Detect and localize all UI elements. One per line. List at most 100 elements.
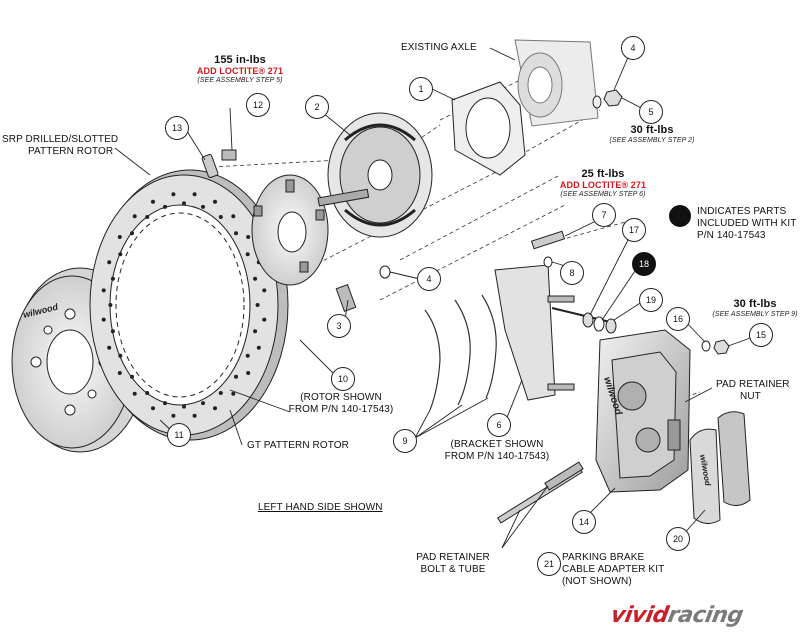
callout-6: 6 bbox=[487, 413, 511, 437]
rotor-hole bbox=[213, 199, 217, 204]
callout-14: 14 bbox=[572, 510, 596, 534]
label-bracket-shown-line1: (BRACKET SHOWN bbox=[450, 439, 544, 450]
torque-25-note: (SEE ASSEMBLY STEP 6) bbox=[560, 191, 646, 198]
torque-30-caliper: 30 ft-lbs (SEE ASSEMBLY STEP 9) bbox=[712, 298, 797, 319]
rotor-hole bbox=[132, 391, 137, 396]
label-parking-brake-line3: (NOT SHOWN) bbox=[562, 576, 632, 587]
rotor-hole bbox=[110, 329, 115, 334]
torque-30-caliper-value: 30 ft-lbs bbox=[733, 298, 777, 310]
spacers bbox=[551, 307, 617, 334]
rotor-hole bbox=[213, 406, 217, 411]
callout-18: 18 bbox=[632, 252, 656, 276]
callout-4b: 4 bbox=[417, 267, 441, 291]
callout-9: 9 bbox=[393, 429, 417, 453]
label-pad-retainer-nut-line1: PAD RETAINER bbox=[716, 379, 790, 390]
legend-dot bbox=[669, 205, 691, 227]
torque-155-value: 155 in-lbs bbox=[214, 54, 266, 66]
callout-17: 17 bbox=[622, 218, 646, 242]
label-left-hand: LEFT HAND SIDE SHOWN bbox=[258, 502, 383, 513]
legend-line1: INDICATES PARTS bbox=[697, 206, 787, 217]
watermark-part1: vivid bbox=[608, 603, 671, 628]
bolt-3 bbox=[335, 265, 391, 312]
rotor-hole bbox=[192, 413, 197, 418]
axle-nut-washer bbox=[592, 89, 623, 109]
rotor-hole bbox=[130, 231, 134, 236]
rotor-hole bbox=[163, 204, 167, 209]
label-srp-rotor-line2: PATTERN ROTOR bbox=[28, 146, 114, 157]
torque-30-caliper-note: (SEE ASSEMBLY STEP 9) bbox=[712, 311, 798, 318]
rotor-hole bbox=[245, 252, 250, 257]
callout-13: 13 bbox=[165, 116, 189, 140]
rotor-hole bbox=[201, 204, 205, 209]
callout-19: 19 bbox=[639, 288, 663, 312]
rotor-hole bbox=[110, 276, 115, 281]
rotor-hole bbox=[117, 235, 122, 239]
torque-25-value: 25 ft-lbs bbox=[581, 168, 625, 180]
label-parking-brake: PARKING BRAKE CABLE ADAPTER KIT (NOT SHO… bbox=[562, 552, 664, 588]
torque-155-loctite: ADD LOCTITE® 271 bbox=[196, 66, 284, 76]
torque-25: 25 ft-lbs ADD LOCTITE® 271 (SEE ASSEMBLY… bbox=[560, 168, 646, 199]
rotor-hole bbox=[132, 214, 137, 219]
label-pad-retainer-bolt-line2: BOLT & TUBE bbox=[420, 564, 486, 575]
rotor-10 bbox=[89, 169, 289, 441]
label-gt-rotor: GT PATTERN ROTOR bbox=[247, 440, 349, 451]
rotor-hole bbox=[101, 317, 106, 322]
pad-retainer-bolt-tube bbox=[497, 461, 584, 524]
callout-10: 10 bbox=[331, 367, 355, 391]
label-pad-retainer-bolt: PAD RETAINER BOLT & TUBE bbox=[416, 552, 490, 576]
rotor-hole bbox=[255, 303, 260, 307]
callout-11: 11 bbox=[167, 423, 191, 447]
legend-line2: INCLUDED WITH KIT bbox=[697, 218, 797, 229]
label-bracket-shown-line2: FROM P/N 140-17543) bbox=[444, 451, 550, 462]
rotor-hole bbox=[108, 303, 113, 307]
legend-line3: P/N 140-17543 bbox=[697, 230, 766, 241]
callout-3: 3 bbox=[327, 314, 351, 338]
shims-9 bbox=[424, 294, 497, 411]
label-rotor-shown: (ROTOR SHOWN FROM P/N 140-17543) bbox=[289, 392, 394, 416]
callout-20: 20 bbox=[666, 527, 690, 551]
torque-155-note: (SEE ASSEMBLY STEP 5) bbox=[197, 77, 283, 84]
brake-pads-20 bbox=[689, 411, 751, 524]
rotor-hole bbox=[246, 235, 251, 239]
watermark-part2: racing bbox=[665, 603, 745, 628]
torque-30-axle-value: 30 ft-lbs bbox=[630, 124, 674, 136]
rotor-hole bbox=[101, 288, 106, 293]
rotor-hole bbox=[218, 215, 223, 219]
existing-axle bbox=[514, 39, 599, 127]
rotor-hole bbox=[171, 192, 176, 197]
axle-bracket-1 bbox=[451, 81, 526, 176]
rotor-hole bbox=[171, 413, 176, 418]
caliper-14 bbox=[595, 329, 691, 493]
label-parking-brake-line1: PARKING BRAKE bbox=[562, 552, 645, 563]
rotor-hole bbox=[118, 252, 123, 257]
torque-25-loctite: ADD LOCTITE® 271 bbox=[559, 180, 647, 190]
callout-8: 8 bbox=[560, 261, 584, 285]
rotor-hole bbox=[256, 345, 261, 350]
rotor-hole bbox=[107, 260, 112, 265]
legend-text: INDICATES PARTS INCLUDED WITH KIT P/N 14… bbox=[697, 206, 796, 242]
watermark-logo: vividracing bbox=[609, 603, 745, 628]
callout-16: 16 bbox=[666, 307, 690, 331]
rotor-hole bbox=[245, 353, 250, 358]
bracket-6 bbox=[494, 264, 575, 401]
label-pad-retainer-nut-line2: NUT bbox=[740, 391, 761, 402]
rotor-hole bbox=[145, 215, 150, 219]
callout-7: 7 bbox=[592, 203, 616, 227]
torque-30-axle-note: (SEE ASSEMBLY STEP 2) bbox=[609, 137, 695, 144]
label-bracket-shown: (BRACKET SHOWN FROM P/N 140-17543) bbox=[445, 439, 550, 463]
label-rotor-shown-line2: FROM P/N 140-17543) bbox=[288, 404, 394, 415]
rotor-hole bbox=[163, 401, 167, 406]
rotor-hole bbox=[192, 192, 197, 197]
callout-2: 2 bbox=[305, 95, 329, 119]
rotor-hole bbox=[145, 391, 150, 395]
rotor-hole bbox=[107, 345, 112, 350]
callout-21: 21 bbox=[537, 552, 561, 576]
label-rotor-shown-line1: (ROTOR SHOWN bbox=[300, 392, 382, 403]
callout-15: 15 bbox=[749, 323, 773, 347]
label-srp-rotor: SRP DRILLED/SLOTTED PATTERN ROTOR bbox=[2, 134, 118, 158]
rotor-hole bbox=[182, 404, 186, 409]
bolt-13 bbox=[201, 149, 237, 178]
pad-retainer-nut-16 bbox=[701, 339, 730, 355]
